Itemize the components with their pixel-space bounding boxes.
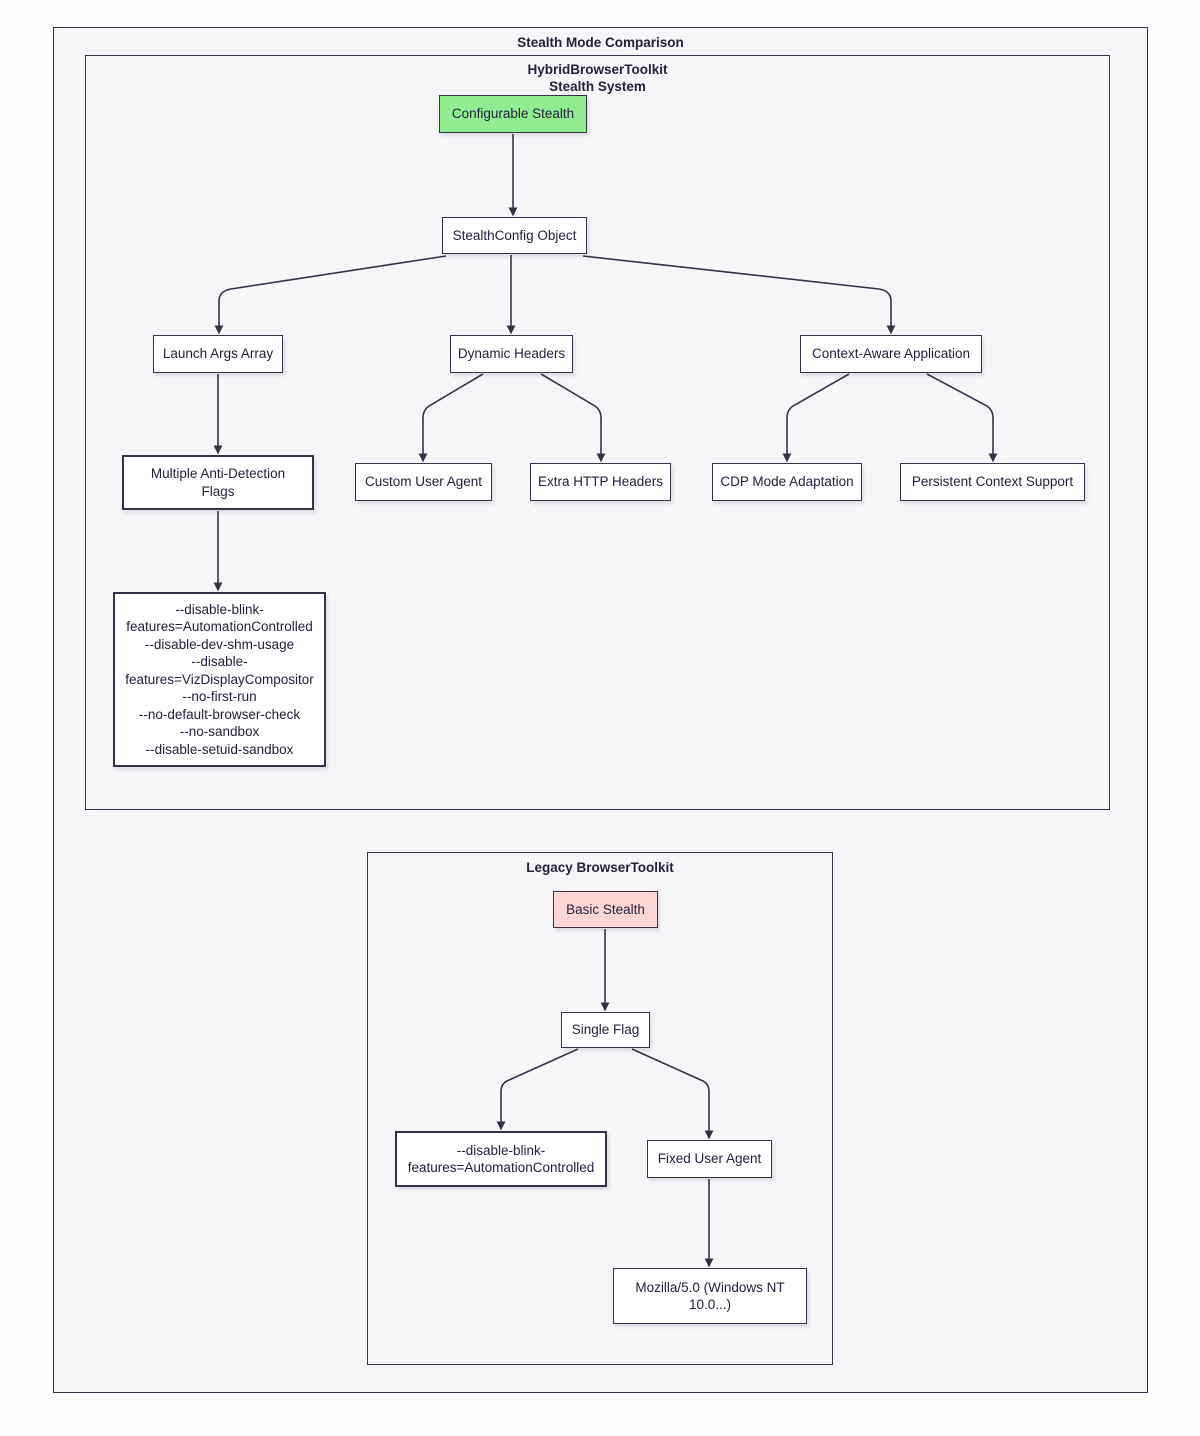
node-context-aware-application: Context-Aware Application (800, 335, 982, 373)
node-persistent-context-support: Persistent Context Support (900, 463, 1085, 501)
node-custom-user-agent: Custom User Agent (355, 463, 492, 501)
node-fixed-user-agent-value: Mozilla/5.0 (Windows NT 10.0...) (613, 1268, 807, 1324)
edge-config-to-launch-args (214, 255, 447, 335)
node-configurable-stealth: Configurable Stealth (439, 95, 587, 133)
edge-headers-to-custom-ua (418, 373, 484, 463)
diagram-title: Stealth Mode Comparison (517, 35, 684, 50)
hybrid-cluster-title: HybridBrowserToolkit Stealth System (527, 62, 668, 94)
node-dynamic-headers: Dynamic Headers (450, 335, 573, 373)
edge-context-to-cdp (782, 373, 850, 463)
node-fixed-user-agent: Fixed User Agent (647, 1140, 772, 1178)
cluster-legacy-browser-toolkit: Legacy BrowserToolkit (367, 852, 833, 1365)
node-extra-http-headers: Extra HTTP Headers (530, 463, 671, 501)
node-anti-detection-flag-list: --disable-blink- features=AutomationCont… (113, 592, 326, 767)
legacy-cluster-title: Legacy BrowserToolkit (526, 860, 674, 875)
node-launch-args-array: Launch Args Array (153, 335, 283, 373)
edge-single-flag-to-blink (496, 1048, 579, 1131)
edge-single-flag-to-fixed-ua (631, 1048, 714, 1140)
node-cdp-mode-adaptation: CDP Mode Adaptation (712, 463, 862, 501)
edge-context-to-persistent (926, 373, 998, 463)
edge-config-to-context-aware (582, 255, 896, 335)
node-basic-stealth: Basic Stealth (553, 891, 658, 928)
node-stealthconfig-object: StealthConfig Object (442, 217, 587, 254)
cluster-hybrid-browser-toolkit: HybridBrowserToolkit Stealth System (85, 55, 1110, 810)
node-single-flag: Single Flag (561, 1012, 650, 1048)
node-legacy-disable-blink-flag: --disable-blink- features=AutomationCont… (395, 1131, 607, 1187)
node-multiple-anti-detection-flags: Multiple Anti-Detection Flags (122, 455, 314, 510)
edge-headers-to-extra-http (540, 373, 606, 463)
